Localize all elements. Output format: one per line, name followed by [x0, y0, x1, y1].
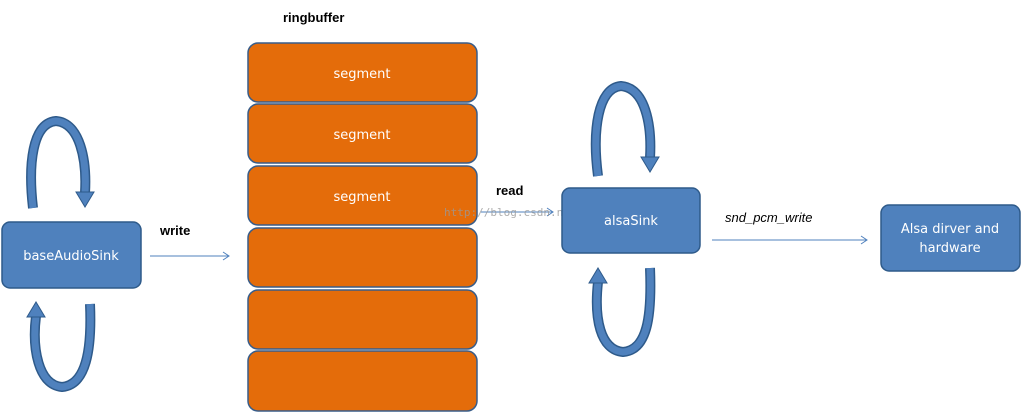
write-arrow — [150, 251, 230, 261]
snd-pcm-write-arrow — [712, 235, 868, 245]
read-label: read — [496, 183, 524, 198]
alsa-driver-hardware-label-line2: hardware — [919, 241, 980, 256]
alsa-sink-label: alsaSink — [604, 214, 658, 229]
segment-2 — [247, 103, 478, 164]
alsa-sink-node — [561, 187, 701, 254]
write-label: write — [159, 223, 190, 238]
base-audio-sink-loop-bottom-icon — [26, 301, 96, 393]
alsa-driver-hardware-node — [880, 204, 1021, 272]
base-audio-sink-node — [1, 221, 142, 289]
snd-pcm-write-label: snd_pcm_write — [725, 210, 812, 225]
ringbuffer-label: ringbuffer — [283, 10, 344, 25]
alsa-driver-hardware-label-line1: Alsa dirver and — [901, 222, 999, 237]
segment-6 — [247, 350, 478, 412]
read-arrow — [481, 207, 554, 217]
segment-1-label: segment — [333, 67, 390, 82]
alsa-sink-loop-bottom-icon — [588, 267, 656, 358]
segment-3-label: segment — [333, 190, 390, 205]
ringbuffer: segment segment segment — [247, 42, 478, 412]
segment-1 — [247, 42, 478, 103]
segment-2-label: segment — [333, 128, 390, 143]
base-audio-sink-loop-top-icon — [26, 115, 95, 209]
segment-3 — [247, 165, 478, 226]
segment-5 — [247, 289, 478, 350]
base-audio-sink-label: baseAudioSink — [23, 249, 119, 264]
segment-4 — [247, 227, 478, 288]
alsa-sink-loop-top-icon — [590, 80, 660, 177]
watermark: http://blog.csdn.net/ — [444, 206, 583, 219]
